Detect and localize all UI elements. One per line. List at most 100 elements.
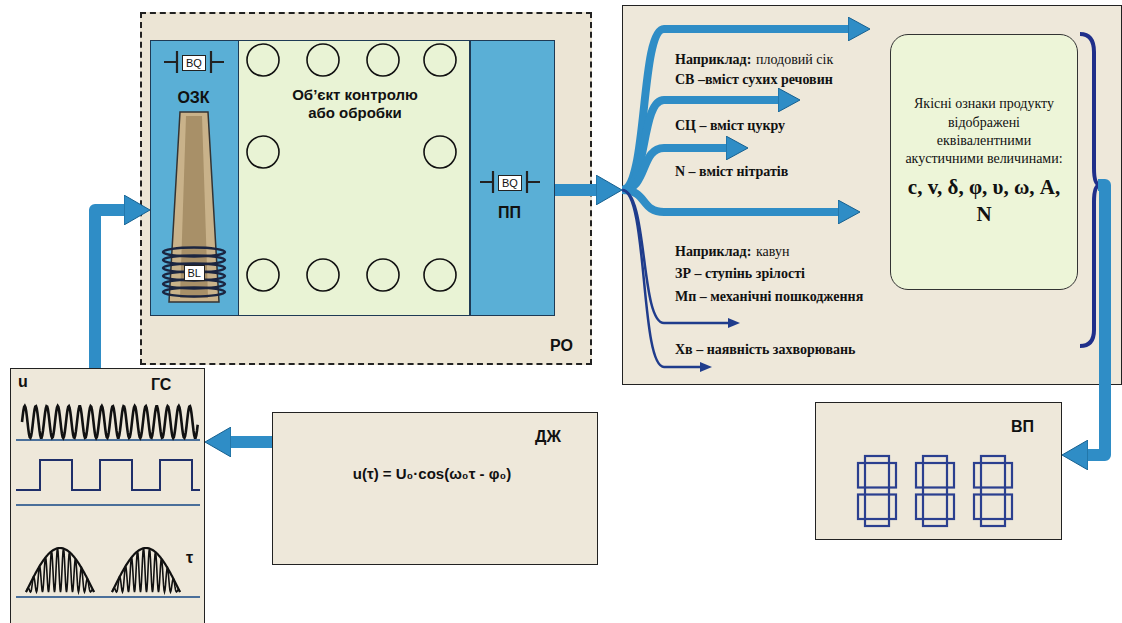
text-slot: ДЖ bbox=[535, 427, 561, 446]
burst-wave bbox=[112, 548, 180, 592]
product-item bbox=[367, 44, 399, 76]
transducer-symbol bbox=[480, 171, 540, 193]
product-item bbox=[424, 259, 456, 291]
transducer-plate bbox=[492, 171, 494, 193]
display-segment bbox=[865, 519, 889, 526]
display-segment bbox=[889, 463, 896, 488]
text-slot: плодовий сік bbox=[756, 50, 833, 68]
transducer-label: BQ bbox=[182, 55, 206, 71]
features-panel: Наприклад: плодовий сік СВ –вміст сухих ре… bbox=[622, 5, 1122, 385]
display-segment bbox=[889, 495, 896, 520]
burst-envelope bbox=[26, 548, 94, 592]
feature-text: c, v, δ, φ, υ, ω, A, N bbox=[903, 174, 1065, 229]
display-segment bbox=[981, 488, 1005, 495]
display-segment bbox=[947, 495, 954, 520]
transducer-label: BQ bbox=[498, 175, 522, 191]
label-slot: τ bbox=[186, 548, 193, 567]
text-slot: ПП bbox=[471, 203, 548, 222]
object-box: Об’єкт контролю або обробки bbox=[238, 40, 470, 316]
box-text: Хв – наявність захворювань bbox=[675, 342, 855, 357]
bracket-outlet bbox=[1098, 185, 1105, 386]
text-slot: Якісні ознаки продукту відображені еквів… bbox=[903, 95, 1065, 168]
text-slot: Наприклад: bbox=[675, 50, 751, 68]
axis-label: τ bbox=[186, 549, 193, 566]
text-slot: Наприклад: bbox=[675, 242, 751, 260]
product-item bbox=[424, 136, 456, 168]
text-slot: Хв – наявність захворювань bbox=[675, 340, 855, 358]
display-segment bbox=[981, 519, 1005, 526]
box-text: N – вміст нітратів bbox=[675, 164, 788, 179]
horn-emitter bbox=[163, 112, 225, 302]
transducer-lead bbox=[164, 61, 177, 63]
transducer-plate bbox=[526, 171, 528, 193]
display-segment bbox=[1005, 463, 1012, 488]
box-text: Наприклад: bbox=[675, 244, 751, 259]
seven-segment-display bbox=[858, 456, 1012, 526]
product-item bbox=[367, 259, 399, 291]
transducer-plate bbox=[210, 51, 212, 73]
thick-arrow bbox=[622, 190, 838, 212]
text-slot: РО bbox=[550, 336, 573, 355]
thick-arrow bbox=[622, 148, 726, 190]
box-text: СЦ – вміст цукру bbox=[675, 118, 785, 133]
display-segment bbox=[947, 463, 954, 488]
label-slot: BL bbox=[184, 263, 205, 281]
text-slot: СВ –вміст сухих речовин bbox=[675, 70, 833, 88]
text-slot: СЦ – вміст цукру bbox=[675, 116, 785, 134]
display-segment bbox=[865, 488, 889, 495]
display-segment bbox=[1005, 495, 1012, 520]
burst-envelope bbox=[112, 548, 180, 592]
law-box: ДЖ u(τ) = U₀·cos(ω₀τ - φ₀) bbox=[272, 412, 598, 565]
box-text: ЗР – ступінь зрілості bbox=[675, 266, 805, 281]
product-item bbox=[307, 44, 339, 76]
text-slot: Об’єкт контролю або обробки bbox=[284, 86, 426, 122]
text-slot: кавун bbox=[756, 242, 789, 260]
product-item bbox=[247, 259, 279, 291]
box-text: кавун bbox=[756, 244, 789, 259]
box-text: плодовий сік bbox=[756, 52, 833, 67]
waveforms bbox=[16, 406, 200, 597]
product-item bbox=[424, 44, 456, 76]
product-item bbox=[307, 259, 339, 291]
box-text: ДЖ bbox=[535, 428, 561, 445]
box-text: ОЗК bbox=[177, 89, 209, 106]
label-slot: u bbox=[18, 372, 28, 391]
display-segment bbox=[981, 456, 1005, 463]
coil-turn bbox=[163, 288, 225, 297]
square-wave bbox=[16, 460, 200, 490]
display-segment bbox=[923, 456, 947, 463]
transducer-lead bbox=[527, 181, 540, 183]
sine-wave bbox=[22, 406, 198, 438]
display-segment bbox=[858, 463, 865, 488]
display-segment bbox=[974, 463, 981, 488]
text-slot: N – вміст нітратів bbox=[675, 162, 788, 180]
box-text: ГС bbox=[151, 376, 171, 393]
flow-arrow bbox=[231, 436, 272, 448]
box-text: СВ –вміст сухих речовин bbox=[675, 72, 833, 87]
transducer-plate bbox=[176, 51, 178, 73]
generator-box: ГС bbox=[10, 368, 205, 623]
box-text: ПП bbox=[498, 204, 521, 221]
display-segment bbox=[916, 495, 923, 520]
box-text: ВП bbox=[1011, 418, 1034, 435]
text-slot: u(τ) = U₀·cos(ω₀τ - φ₀) bbox=[273, 465, 591, 483]
time-axis bbox=[16, 504, 200, 506]
display-segment bbox=[923, 519, 947, 526]
flow-arrow bbox=[95, 210, 124, 368]
box-text: Об’єкт контролю або обробки bbox=[292, 86, 418, 121]
product-item bbox=[247, 136, 279, 168]
flow-arrow bbox=[555, 184, 596, 196]
text-slot: Мп – механічні пошкодження bbox=[675, 287, 863, 305]
transducer-lead bbox=[480, 181, 493, 183]
display-segment bbox=[974, 495, 981, 520]
thin-arrow bbox=[622, 190, 728, 323]
text-slot: ВП bbox=[1011, 417, 1034, 436]
text-slot: c, v, δ, φ, υ, ω, A, N bbox=[903, 168, 1065, 229]
text-slot: ОЗК bbox=[151, 88, 236, 107]
thick-arrow bbox=[622, 29, 848, 190]
display-segment bbox=[923, 488, 947, 495]
display-segment bbox=[858, 495, 865, 520]
box-text: Мп – механічні пошкодження bbox=[675, 289, 863, 304]
